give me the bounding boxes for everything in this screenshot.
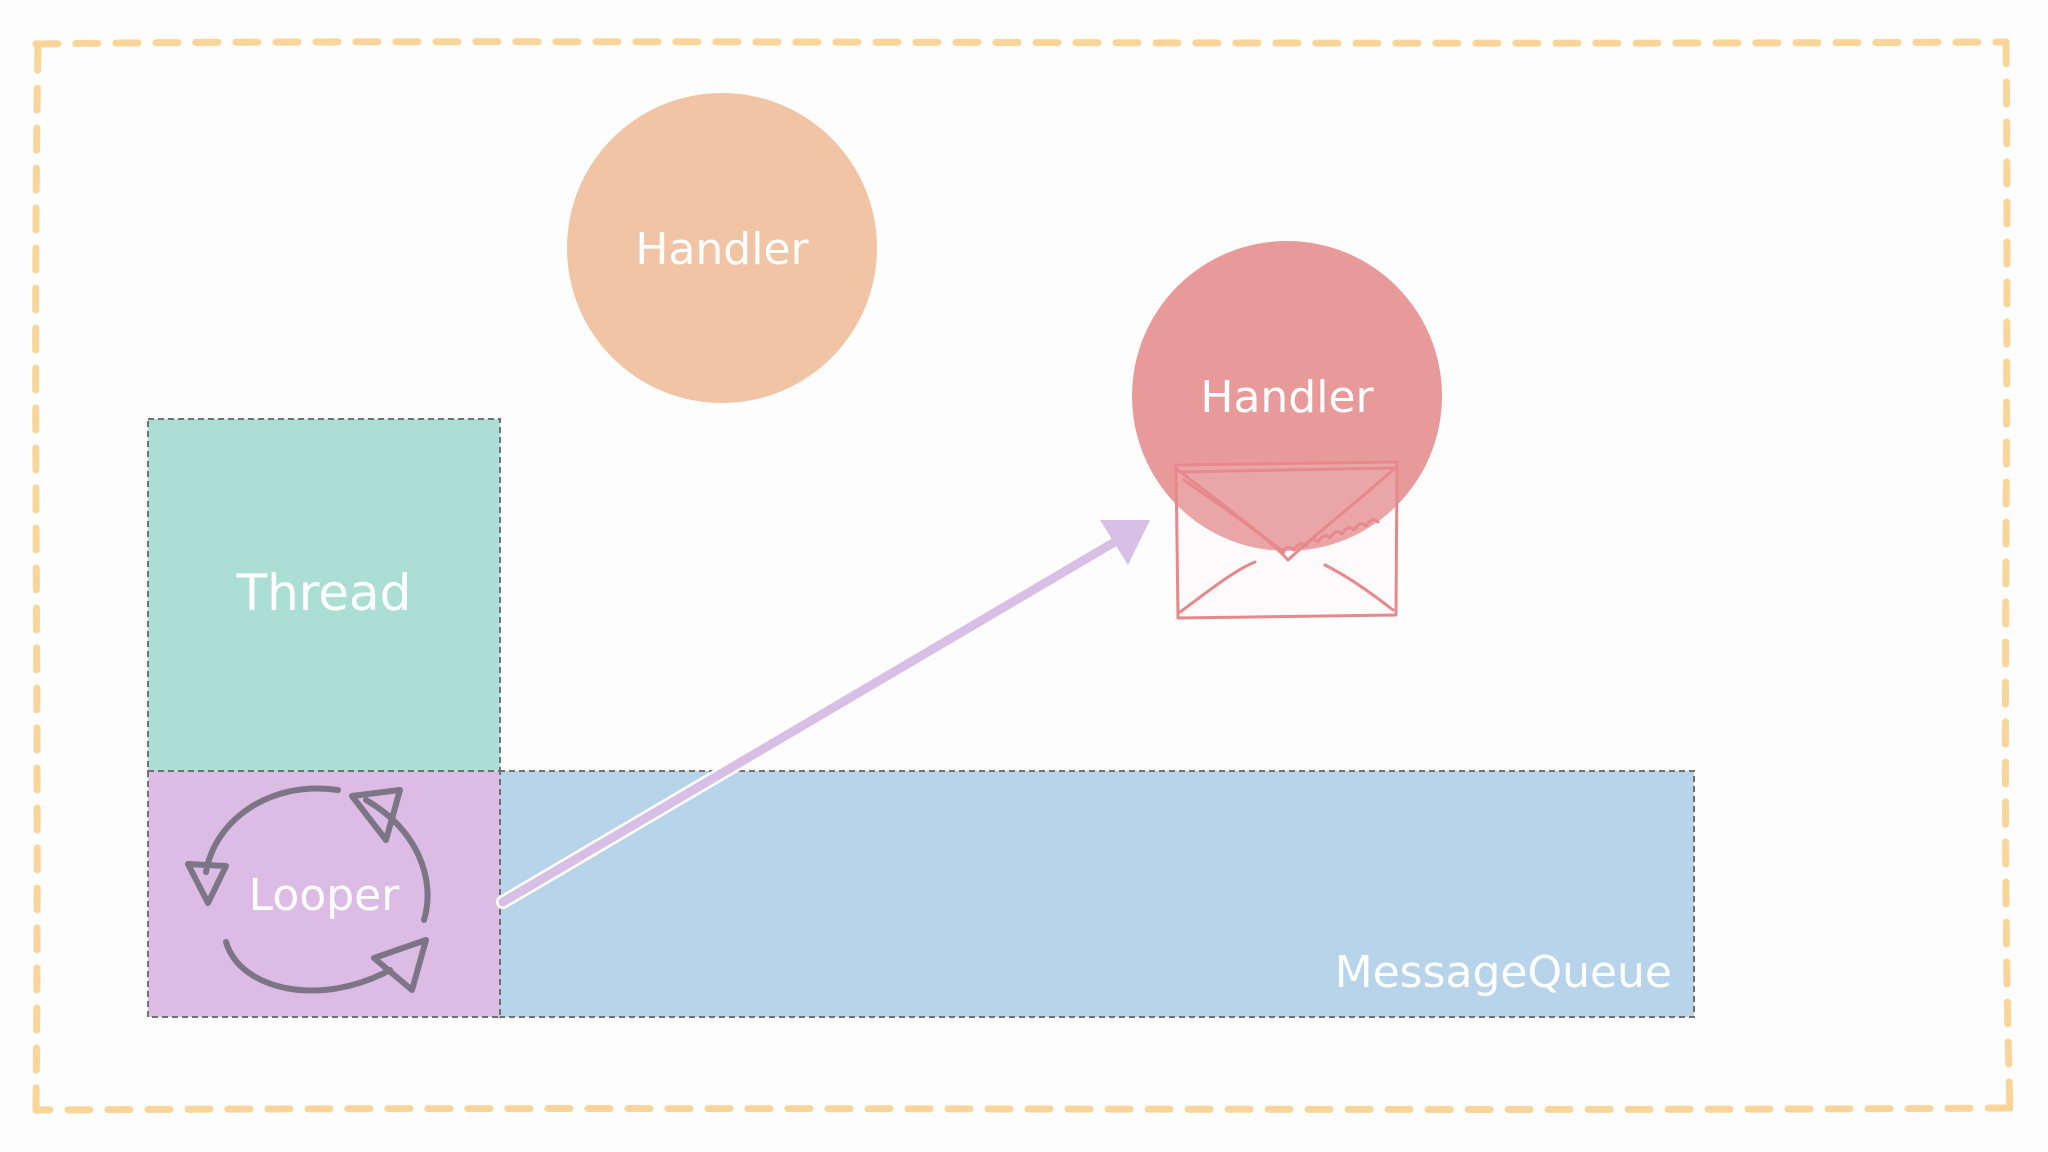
looper-to-handler-arrow	[496, 520, 1150, 909]
thread-label: Thread	[236, 564, 412, 622]
outer-dashed-frame	[32, 38, 2014, 1114]
thread-rect	[147, 418, 501, 772]
looper-label: Looper	[249, 870, 401, 921]
thread-box: Thread	[147, 418, 501, 772]
handler-top-node: Handler	[567, 93, 877, 403]
arrow-head	[1100, 520, 1150, 565]
message-queue-rect	[498, 770, 1695, 1018]
handler-right-circle	[1132, 241, 1442, 551]
handler-top-circle	[567, 93, 877, 403]
arrow-shaft-inner	[498, 535, 1123, 907]
handler-top-label: Handler	[635, 224, 809, 275]
envelope-icon	[1174, 460, 1399, 620]
looper-box: Looper	[147, 770, 501, 1018]
message-queue-box: MessageQueue	[498, 770, 1695, 1018]
handler-right-node: Handler	[1132, 241, 1442, 551]
message-queue-label: MessageQueue	[1335, 947, 1672, 998]
handler-right-label: Handler	[1200, 372, 1374, 423]
cycle-arrows-icon	[185, 785, 431, 994]
